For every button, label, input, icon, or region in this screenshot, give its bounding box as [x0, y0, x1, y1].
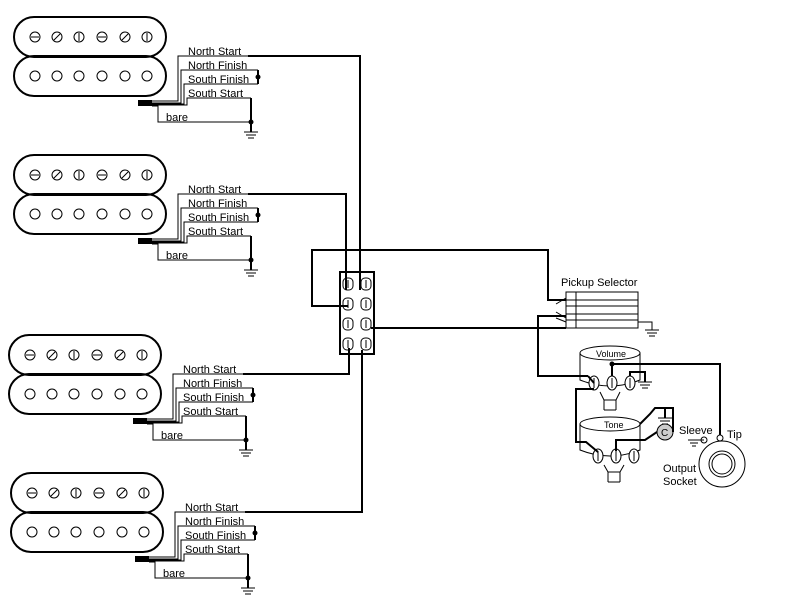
ground-icon — [645, 329, 659, 337]
volume-label: Volume — [596, 349, 626, 359]
south-finish-label: South Finish — [188, 212, 249, 224]
bare-junction — [245, 575, 251, 581]
humbucker-body — [10, 472, 164, 562]
pot-lugs — [592, 448, 640, 483]
pole-screws — [24, 349, 148, 361]
north-finish-label: North Finish — [183, 378, 242, 390]
ground-icon — [688, 439, 700, 447]
ground-icon — [239, 449, 253, 457]
output-label-line1: Output — [663, 463, 696, 475]
south-finish-label: South Finish — [183, 392, 244, 404]
pickup-leads — [147, 373, 253, 441]
north-finish-label: North Finish — [188, 198, 247, 210]
pot-lugs — [588, 375, 636, 411]
ground-icon — [638, 381, 652, 389]
pole-pieces — [26, 526, 150, 538]
tone-pot: Tone — [579, 416, 641, 483]
north-start-label: North Start — [183, 364, 236, 376]
pickup-1: North Start North Finish South Finish So… — [13, 16, 361, 290]
tone-capacitor: C — [656, 423, 674, 441]
bare-junction — [248, 257, 254, 263]
output-label-line2: Socket — [663, 476, 697, 488]
cable-exit — [135, 556, 149, 562]
pole-pieces — [29, 70, 153, 82]
push-pull-switch — [339, 271, 375, 355]
south-start-label: South Start — [188, 226, 243, 238]
series-junction — [255, 74, 261, 80]
pickup-selector-label: Pickup Selector — [561, 277, 638, 289]
south-start-label: South Start — [185, 544, 240, 556]
bare-label: bare — [161, 430, 183, 442]
pole-pieces — [29, 208, 153, 220]
pickup-leads — [152, 193, 258, 261]
pickup-connections — [245, 350, 363, 588]
pickup-leads — [152, 55, 258, 123]
cable-exit — [138, 238, 152, 244]
bare-label: bare — [166, 250, 188, 262]
pole-screws — [29, 31, 153, 43]
pickup-connections — [248, 55, 361, 290]
pickup-3: North Start North Finish South Finish So… — [8, 334, 350, 457]
ground-icon — [241, 587, 255, 595]
pickup-4: North Start North Finish South Finish So… — [10, 350, 363, 595]
bare-junction — [248, 119, 254, 125]
sleeve-label: Sleeve — [679, 425, 713, 437]
tip-label: Tip — [727, 429, 742, 441]
pickup-connections — [243, 348, 350, 450]
pickup-connections — [248, 193, 347, 290]
pickup-leads — [149, 511, 255, 579]
tip-lug — [716, 434, 724, 442]
pickup-selector: Pickup Selector — [555, 277, 659, 337]
north-start-label: North Start — [185, 502, 238, 514]
cable-exit — [138, 100, 152, 106]
ground-icon — [244, 269, 258, 277]
bare-junction — [243, 437, 249, 443]
ground-icon — [244, 131, 258, 139]
north-start-label: North Start — [188, 46, 241, 58]
bare-label: bare — [163, 568, 185, 580]
cable-exit — [133, 418, 147, 424]
wiper-junction — [609, 361, 615, 367]
south-start-label: South Start — [188, 88, 243, 100]
pole-screws — [26, 487, 150, 499]
pickup-2: North Start North Finish South Finish So… — [13, 154, 347, 290]
south-finish-label: South Finish — [188, 74, 249, 86]
south-start-label: South Start — [183, 406, 238, 418]
control-wiring — [575, 363, 721, 453]
humbucker-body — [8, 334, 162, 424]
pole-screws — [29, 169, 153, 181]
capacitor-label: C — [661, 428, 668, 439]
series-junction — [250, 392, 256, 398]
humbucker-body — [13, 154, 167, 244]
output-socket: Sleeve Tip Output Socket — [663, 425, 746, 488]
ground-icon — [658, 417, 672, 425]
north-finish-label: North Finish — [188, 60, 247, 72]
humbucker-body — [13, 16, 167, 106]
pole-pieces — [24, 388, 148, 400]
series-junction — [255, 212, 261, 218]
tone-label: Tone — [604, 420, 624, 430]
switch-wiring — [311, 249, 588, 377]
bare-label: bare — [166, 112, 188, 124]
north-finish-label: North Finish — [185, 516, 244, 528]
north-start-label: North Start — [188, 184, 241, 196]
series-junction — [252, 530, 258, 536]
south-finish-label: South Finish — [185, 530, 246, 542]
